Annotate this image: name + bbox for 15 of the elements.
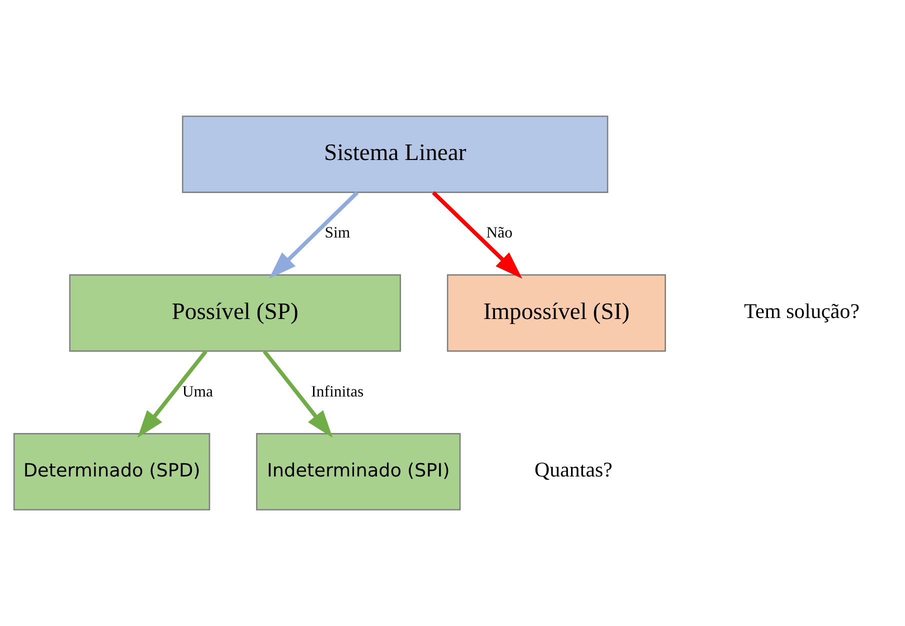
node-box: Impossível (SI) (446, 274, 666, 352)
node-box: Determinado (SPD) (13, 433, 210, 510)
arrow (432, 191, 522, 279)
arrow (262, 350, 333, 438)
edge-label: Uma (182, 383, 213, 400)
label: Quantas? (534, 458, 613, 482)
edge-label: Não (486, 224, 512, 242)
label: Tem solução? (744, 298, 860, 323)
edge-label: Sim (324, 224, 350, 242)
arrow (138, 350, 208, 438)
node-box: Possível (SP) (69, 274, 402, 352)
node-box: Sistema Linear (182, 116, 608, 193)
arrow (269, 191, 359, 279)
node-box: Indeterminado (SPI) (256, 433, 461, 510)
edge-label: Infinitas (311, 383, 364, 400)
